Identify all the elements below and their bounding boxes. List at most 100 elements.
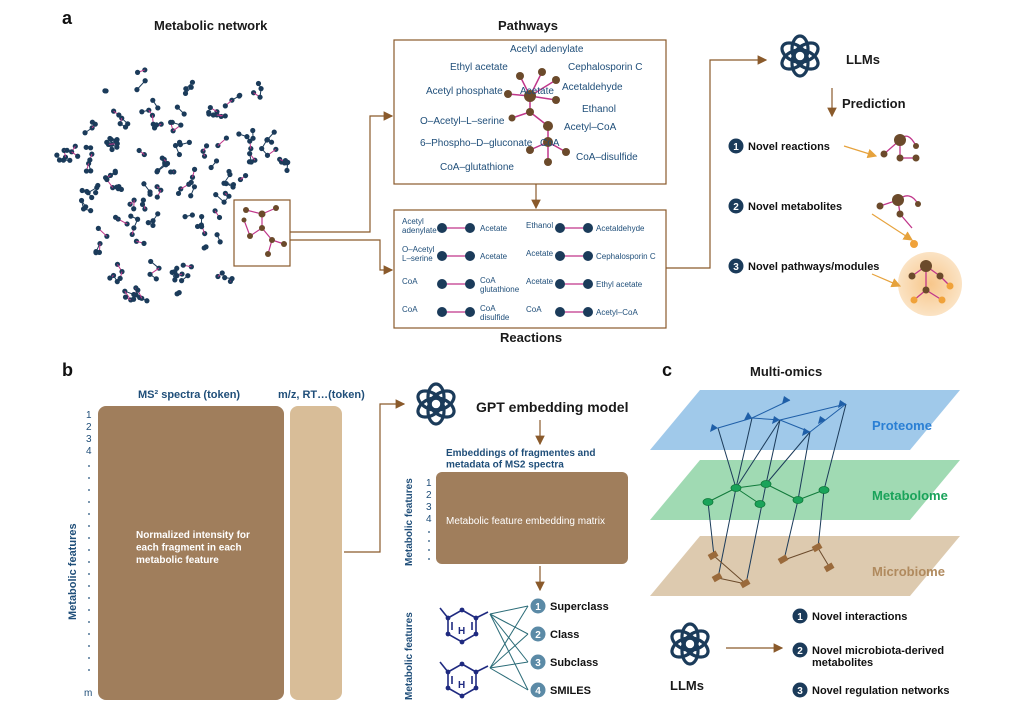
- proteome-layer: [650, 390, 960, 450]
- prediction-label: Prediction: [842, 96, 906, 111]
- arrow-to-reactions: [290, 239, 394, 275]
- embed-y-label: Metabolic features: [404, 478, 415, 566]
- list-number-badge: [728, 198, 744, 214]
- embed-matrix-text: Metabolic feature embedding matrix: [446, 516, 605, 527]
- svg-text:Acetate: Acetate: [480, 224, 508, 233]
- reaction-node: [437, 279, 447, 289]
- network-node: [128, 213, 134, 219]
- pathway-label: Acetyl phosphate: [426, 86, 503, 97]
- list-item-label: Novel interactions: [812, 611, 907, 623]
- gpt-title: GPT embedding model: [476, 399, 628, 415]
- network-node: [191, 184, 198, 190]
- row-ellipsis: [88, 465, 90, 671]
- pathway-label: Acetate: [520, 86, 554, 97]
- network-node: [141, 240, 147, 246]
- reaction-node: [555, 251, 565, 261]
- ellipsis-dot: [88, 585, 90, 587]
- network-node: [175, 190, 182, 197]
- network-node: [108, 136, 114, 142]
- network-node: [219, 270, 225, 276]
- list-item-label: Novel metabolites: [748, 201, 842, 213]
- ms2-header: MS² spectra (token): [138, 389, 240, 401]
- ellipsis-dot: [88, 597, 90, 599]
- network-node: [155, 168, 161, 174]
- list-number-badge: [792, 608, 808, 624]
- multiomics-title: Multi-omics: [750, 364, 822, 379]
- reaction-node: [437, 251, 447, 261]
- reaction-node: [555, 307, 565, 317]
- atom-label-1: H: [458, 626, 465, 637]
- microbiome-layer: [650, 536, 960, 596]
- network-node: [64, 147, 70, 153]
- network-node: [250, 127, 256, 134]
- svg-text:Acetyl–CoA: Acetyl–CoA: [596, 308, 638, 317]
- list-number-badge: [530, 654, 546, 670]
- svg-text:m: m: [84, 688, 92, 699]
- panel-c-letter: c: [662, 360, 672, 380]
- ellipsis-dot: [88, 669, 90, 671]
- class-links: [489, 605, 529, 691]
- pathway-label: 6–Phospho–D–gluconate: [420, 138, 533, 149]
- network-node: [247, 151, 253, 157]
- list-number-badge: [530, 682, 546, 698]
- network-node: [96, 249, 102, 256]
- network-node: [199, 214, 205, 220]
- pathway-label: Cephalosporin C: [568, 62, 643, 73]
- embedding-matrix: [436, 472, 628, 564]
- network-node: [176, 139, 183, 145]
- list-item-label: Novel reactions: [748, 141, 830, 153]
- arrow-to-pathways: [290, 111, 394, 233]
- network-node: [89, 151, 95, 157]
- meta-header: m/z, RT…(token): [278, 389, 365, 401]
- gpt-logo-icon: [413, 382, 459, 426]
- molecule-1: [439, 607, 489, 645]
- svg-text:2: 2: [426, 490, 432, 501]
- pathway-label: Ethanol: [582, 104, 616, 115]
- list-number: 1: [535, 602, 541, 613]
- reaction-node: [583, 279, 593, 289]
- network-node: [169, 119, 175, 125]
- network-node: [188, 193, 194, 199]
- ellipsis-dot: [88, 657, 90, 659]
- network-node: [72, 143, 78, 149]
- arrow-to-llms: [666, 55, 768, 269]
- reactions-title: Reactions: [500, 330, 562, 345]
- list-number: 3: [797, 686, 803, 697]
- network-node: [142, 78, 148, 84]
- ellipsis-dot: [88, 561, 90, 563]
- network-node: [200, 148, 206, 154]
- network-node: [83, 204, 89, 210]
- network-node: [212, 208, 218, 214]
- ellipsis-dot: [88, 525, 90, 527]
- metabolic-network-graph: [54, 67, 291, 304]
- network-node: [230, 181, 237, 188]
- svg-text:3: 3: [426, 502, 432, 513]
- network-node: [182, 90, 189, 96]
- network-node: [282, 158, 289, 164]
- network-node: [131, 225, 137, 231]
- network-node: [89, 119, 96, 125]
- network-node: [223, 135, 230, 141]
- y-axis-label: Metabolic features: [67, 523, 79, 620]
- reaction-node: [465, 307, 475, 317]
- svg-text:3: 3: [86, 434, 92, 445]
- svg-text:2: 2: [86, 422, 92, 433]
- svg-text:CoA: CoA: [526, 305, 542, 314]
- network-node: [83, 168, 90, 174]
- llm-logo-icon-c: [667, 622, 713, 666]
- ellipsis-dot: [88, 633, 90, 635]
- network-node: [213, 192, 219, 198]
- svg-text:Ethyl acetate: Ethyl acetate: [596, 280, 643, 289]
- list-number-badge: [792, 642, 808, 658]
- novel-pathway-illustration: [871, 252, 962, 316]
- llms-label-c: LLMs: [670, 678, 704, 693]
- network-node: [213, 158, 220, 164]
